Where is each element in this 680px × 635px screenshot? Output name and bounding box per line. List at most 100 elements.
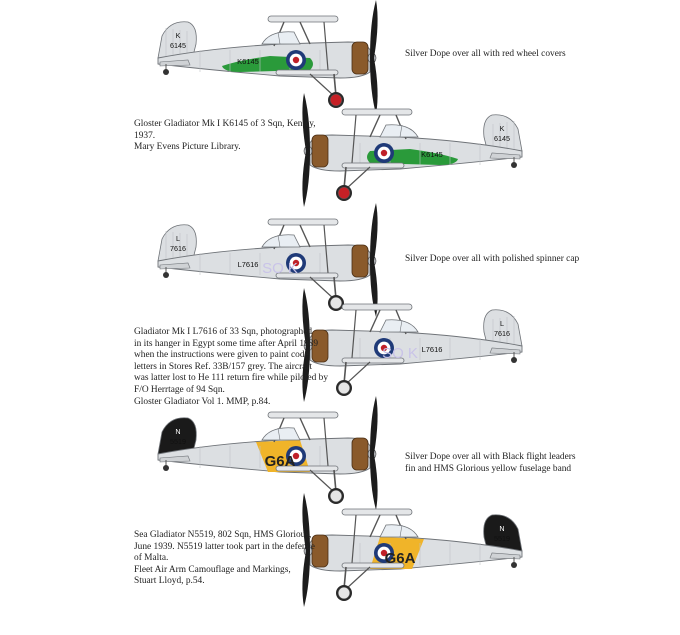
wheel-hub-cover: [337, 381, 351, 395]
lower-wing: [341, 162, 405, 169]
tail-wheel: [163, 272, 169, 278]
fin-serial-letter: K: [176, 31, 181, 40]
caption-line: F/O Herrtage of 94 Sqn.: [134, 384, 225, 395]
strut: [369, 309, 381, 333]
fuselage-serial: L7616: [422, 345, 443, 354]
fin-serial-letter: L: [500, 319, 504, 328]
fin-serial-number: 6145: [494, 134, 510, 143]
propeller-blade: [302, 493, 310, 551]
engine-cowling: [351, 244, 369, 278]
paint-note-line: Silver Dope over all with red wheel cove…: [405, 49, 566, 59]
upper-wing: [267, 15, 339, 23]
canopy-frame: [399, 124, 403, 138]
paint-note-l7616: Silver Dope over all with polished spinn…: [405, 254, 579, 266]
propeller-blade: [302, 288, 310, 346]
squadron-code-letters: G6A: [385, 550, 416, 567]
upper-wing: [341, 303, 413, 311]
undercarriage-leg: [309, 469, 335, 493]
caption-line: was latter lost to He 111 return fire wh…: [134, 373, 329, 384]
paint-note-line: Silver Dope over all with polished spinn…: [405, 254, 580, 264]
lower-wing: [275, 465, 339, 472]
undercarriage-leg: [345, 566, 371, 590]
canopy: [379, 319, 419, 333]
propeller-blade: [370, 261, 378, 317]
fin-serial-number: 7616: [170, 244, 186, 253]
squadron-code-letters: G6A: [265, 453, 296, 470]
roundel-red-centre: [292, 259, 300, 267]
caption-line: in its hanger in Egypt some time after A…: [134, 338, 319, 349]
lower-wing: [341, 562, 405, 569]
canopy-frame: [277, 31, 281, 45]
canopy: [261, 234, 301, 248]
caption-line: Gloster Gladiator Mk I K6145 of 3 Sqn, K…: [134, 119, 316, 129]
caption-l7616: Gladiator Mk I L7616 of 33 Sqn, photogra…: [134, 327, 328, 408]
propeller-blade: [370, 58, 378, 114]
fuselage-serial: L7616: [238, 260, 259, 269]
tail-wheel: [511, 562, 517, 568]
fin-serial-letter: N: [175, 427, 180, 436]
caption-line: June 1939. N5519 latter took part in the…: [134, 541, 315, 552]
tail-wheel: [163, 465, 169, 471]
caption-line: Fleet Air Arm Camouflage and Markings,: [134, 564, 291, 575]
strut: [299, 21, 311, 45]
fin-serial-letter: L: [176, 234, 180, 243]
roundel-red-centre: [292, 56, 300, 64]
interplane-strut: [323, 224, 329, 274]
roundel-red-centre: [380, 549, 388, 557]
fuselage: [309, 329, 523, 367]
lower-wing: [275, 69, 339, 76]
fin-serial-number: 5519: [494, 534, 510, 543]
upper-wing: [267, 411, 339, 419]
lower-wing: [341, 357, 405, 364]
wheel-hub-cover: [337, 186, 351, 200]
lower-wing: [275, 272, 339, 279]
propeller-blade: [302, 551, 310, 607]
propeller-blade: [302, 151, 310, 207]
roundel-red-centre: [292, 452, 300, 460]
tail-wheel: [163, 69, 169, 75]
caption-line: Mary Evens Picture Library.: [134, 142, 241, 153]
caption-n5519: Sea Gladiator N5519, 802 Sqn, HMS Glorio…: [134, 530, 315, 588]
tail-fin: [157, 417, 197, 457]
canopy: [261, 31, 301, 45]
canopy-frame: [399, 524, 403, 538]
canopy: [261, 427, 301, 441]
caption-line: when the instructions were given to pain…: [134, 350, 309, 361]
wheel-hub-cover: [329, 489, 343, 503]
interplane-strut: [323, 21, 329, 71]
caption-line: 1937.: [134, 130, 156, 141]
squadron-code-letters: SO K: [382, 345, 418, 362]
canopy-frame: [399, 319, 403, 333]
canopy: [379, 124, 419, 138]
undercarriage-leg: [345, 361, 371, 385]
tailplane: [159, 262, 191, 270]
propeller-blade: [370, 454, 378, 510]
upper-wing: [267, 218, 339, 226]
caption-k6145: Gloster Gladiator Mk I K6145 of 3 Sqn, K…: [134, 119, 316, 154]
interplane-strut: [351, 514, 357, 564]
undercarriage-leg: [309, 73, 335, 97]
upper-wing: [341, 508, 413, 516]
paint-note-k6145: Silver Dope over all with red wheel cove…: [405, 49, 566, 61]
canopy: [379, 524, 419, 538]
roundel-red-centre: [380, 344, 388, 352]
propeller-blade: [302, 93, 310, 151]
tailplane: [489, 552, 521, 560]
strut: [369, 514, 381, 538]
upper-wing: [341, 108, 413, 116]
engine-cowling: [351, 41, 369, 75]
caption-line: Gladiator Mk I L7616 of 33 Sqn, photogra…: [134, 327, 313, 337]
caption-line: Gloster Gladiator Vol 1. MMP, p.84.: [134, 396, 271, 407]
canopy-frame: [277, 234, 281, 248]
squadron-code-letters: SO K: [262, 260, 298, 277]
fin-serial-number: 6145: [170, 41, 186, 50]
tailplane: [159, 455, 191, 463]
undercarriage-leg: [309, 276, 335, 300]
